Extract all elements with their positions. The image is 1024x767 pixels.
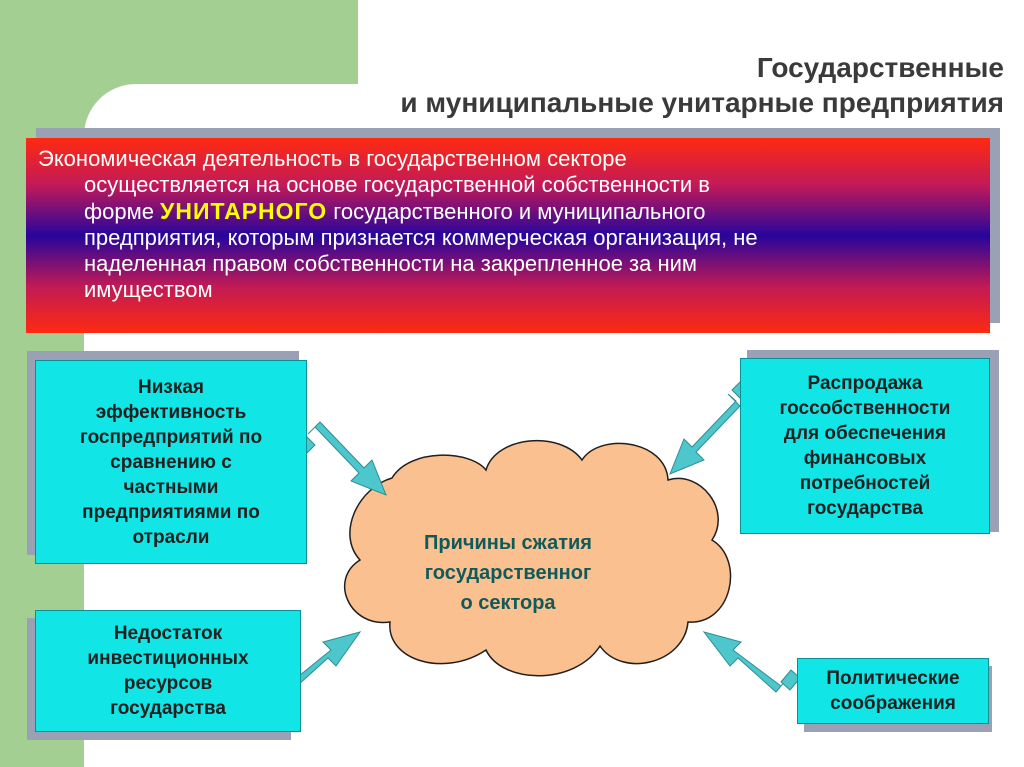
investment-line: ресурсов <box>123 673 213 694</box>
sale-line: государства <box>807 498 923 519</box>
low-efficiency-line: сравнению с <box>110 451 232 473</box>
slide-title: Государственные и муниципальные унитарны… <box>244 50 1004 120</box>
intro-box: Экономическая деятельность в государстве… <box>26 138 990 333</box>
center-line-2: государственног <box>424 562 592 584</box>
intro-line-3-end: государственного и муниципального <box>327 199 706 224</box>
low-efficiency-line: предприятиями по <box>82 501 260 523</box>
investment-line: государства <box>110 698 226 719</box>
intro-line-3: форме УНИТАРНОГО государственного и муни… <box>38 198 980 225</box>
low-efficiency-line: частными <box>123 476 219 498</box>
intro-line-3-start: форме <box>84 199 161 224</box>
investment-line: Недостаток <box>113 623 223 644</box>
political-line: соображения <box>830 693 956 714</box>
intro-line-1: Экономическая деятельность в государстве… <box>38 146 627 171</box>
intro-line-5: наделенная правом собственности на закре… <box>84 251 698 276</box>
cloud-shape <box>343 439 732 677</box>
political-reasons-box: Политические соображения <box>797 658 989 724</box>
intro-line-2: осуществляется на основе государственной… <box>84 172 710 197</box>
unitary-highlight: УНИТАРНОГО <box>160 198 328 224</box>
sale-line: госсобственности <box>779 398 951 419</box>
intro-line-4: предприятия, которым признается коммерче… <box>84 225 758 250</box>
investment-shortage-box: Недостаток инвестиционных ресурсов госуд… <box>35 610 301 732</box>
title-line-1: Государственные <box>756 52 1004 83</box>
title-line-2: и муниципальные унитарные предприятия <box>400 87 1004 118</box>
state-property-sale-box: Распродажа госсобственности для обеспече… <box>740 358 990 534</box>
center-line-3: о сектора <box>460 592 556 614</box>
sale-line: Распродажа <box>807 373 923 394</box>
political-line: Политические <box>826 668 960 689</box>
low-efficiency-line: госпредприятий по <box>79 426 263 448</box>
low-efficiency-line: эффективность <box>95 401 247 423</box>
investment-line: инвестиционных <box>87 648 249 669</box>
center-line-1: Причины сжатия <box>424 532 592 554</box>
sale-line: финансовых <box>803 448 927 469</box>
low-efficiency-line: отрасли <box>132 526 210 548</box>
low-efficiency-box: Низкая эффективность госпредприятий по с… <box>35 360 307 564</box>
arrow-from-bottom-right <box>702 631 801 693</box>
center-cloud-label: Причины сжатия государственног о сектора <box>378 528 638 618</box>
arrow-from-top-left <box>293 421 387 496</box>
intro-line-6: имуществом <box>84 277 213 302</box>
low-efficiency-line: Низкая <box>137 376 204 398</box>
sale-line: потребностей <box>799 473 931 494</box>
sale-line: для обеспечения <box>783 423 947 444</box>
central-cloud <box>343 439 732 677</box>
